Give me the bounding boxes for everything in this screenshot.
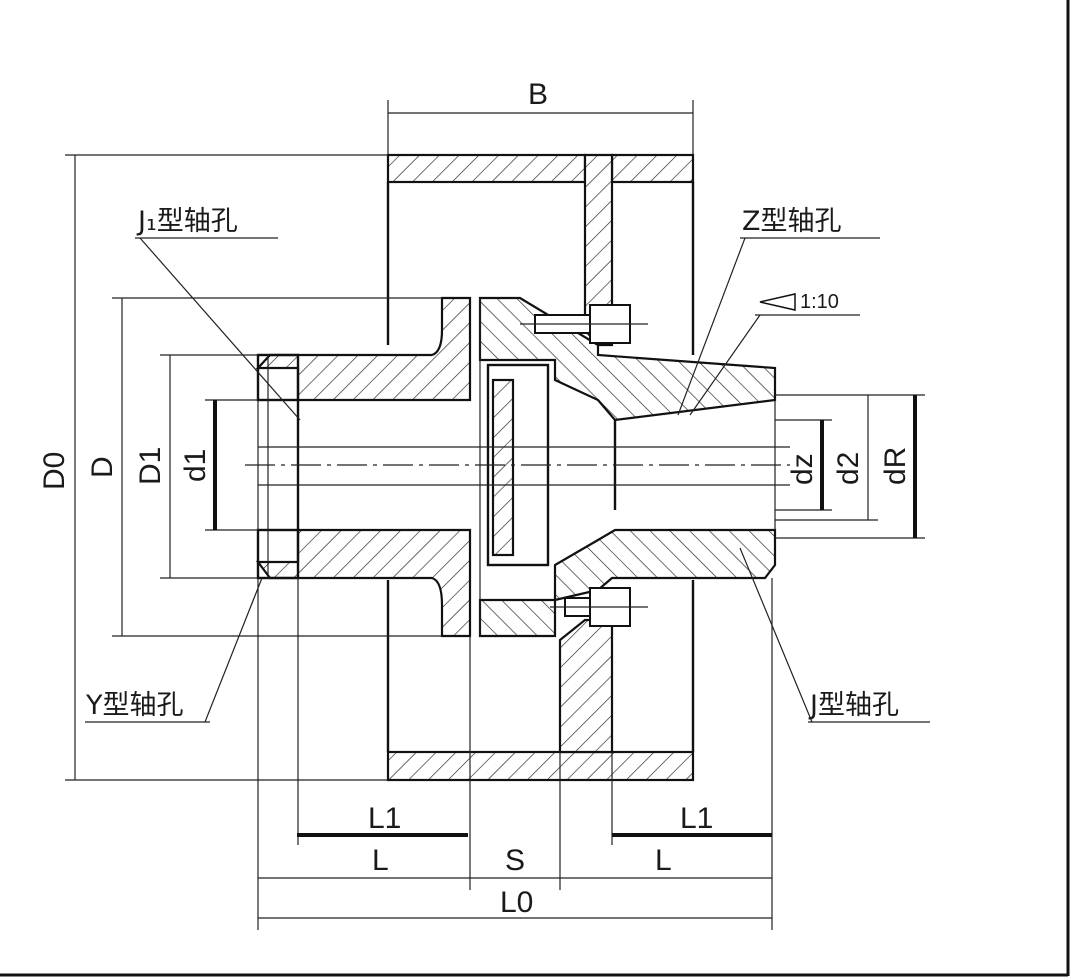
left-hub xyxy=(255,296,472,638)
label-S: S xyxy=(505,844,525,877)
label-Z-bore: Z型轴孔 xyxy=(742,206,842,237)
label-taper: 1:10 xyxy=(800,291,839,313)
label-L1-right: L1 xyxy=(680,802,713,835)
dimension-lines xyxy=(74,112,869,919)
label-D: D xyxy=(86,456,119,478)
leader-lines xyxy=(85,237,930,723)
label-Y-bore: Y型轴孔 xyxy=(85,690,184,721)
label-dR: dR xyxy=(879,447,912,485)
label-L0: L0 xyxy=(500,886,533,919)
label-dz: dz xyxy=(786,453,819,485)
label-d1: d1 xyxy=(179,449,212,482)
label-L-right: L xyxy=(655,844,672,877)
label-B: B xyxy=(528,78,548,111)
right-hub xyxy=(478,296,777,638)
label-D0: D0 xyxy=(38,452,71,490)
outer-sleeve xyxy=(386,153,695,782)
bolt-top xyxy=(520,304,648,344)
bolt-bottom xyxy=(550,587,648,627)
label-L1-left: L1 xyxy=(368,802,401,835)
label-L-left: L xyxy=(372,844,389,877)
label-J1-bore: J₁型轴孔 xyxy=(136,206,238,237)
taper-icon xyxy=(759,293,796,311)
label-D1: D1 xyxy=(134,447,167,485)
extension-lines xyxy=(65,100,925,930)
label-d2: d2 xyxy=(832,452,865,485)
label-J-bore: J型轴孔 xyxy=(808,690,899,721)
